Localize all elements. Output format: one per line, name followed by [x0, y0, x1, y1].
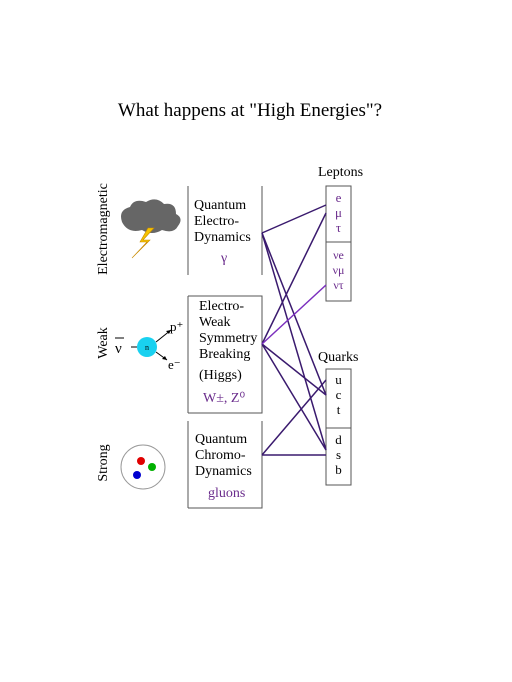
weak-neutrino-line [261, 284, 327, 345]
quarks-header: Quarks [318, 350, 359, 365]
theory-electromagnetic: Quantum Electro- Dynamics [194, 198, 251, 245]
leptons-header: Leptons [318, 165, 364, 180]
proton-label: p⁺ [170, 319, 183, 334]
antineutrino-label: ν [115, 341, 122, 357]
interaction-lines [261, 204, 327, 456]
page-title: What happens at "High Energies"? [117, 100, 383, 121]
theory-strong: Quantum Chromo- Dynamics [195, 432, 252, 479]
neutrinos: νe νμ ντ [332, 248, 345, 292]
storm-cloud-icon [121, 199, 181, 259]
neutron-label: n [145, 343, 149, 352]
charged-leptons: e μ τ [335, 190, 342, 235]
boson-photon: γ [221, 251, 228, 266]
nucleon-icon [120, 444, 166, 490]
boson-w-z: W±, Z⁰ [203, 391, 246, 406]
down-type-quarks: d s b [335, 432, 342, 477]
neutron-decay-icon: ν n p⁺ e⁻ [115, 319, 183, 372]
up-type-quarks: u c t [335, 372, 342, 417]
theory-box-outlines [187, 186, 263, 509]
boson-gluons: gluons [208, 486, 246, 501]
electron-label: e⁻ [168, 357, 181, 372]
theory-weak: Electro- Weak Symmetry Breaking (Higgs) [199, 299, 258, 383]
